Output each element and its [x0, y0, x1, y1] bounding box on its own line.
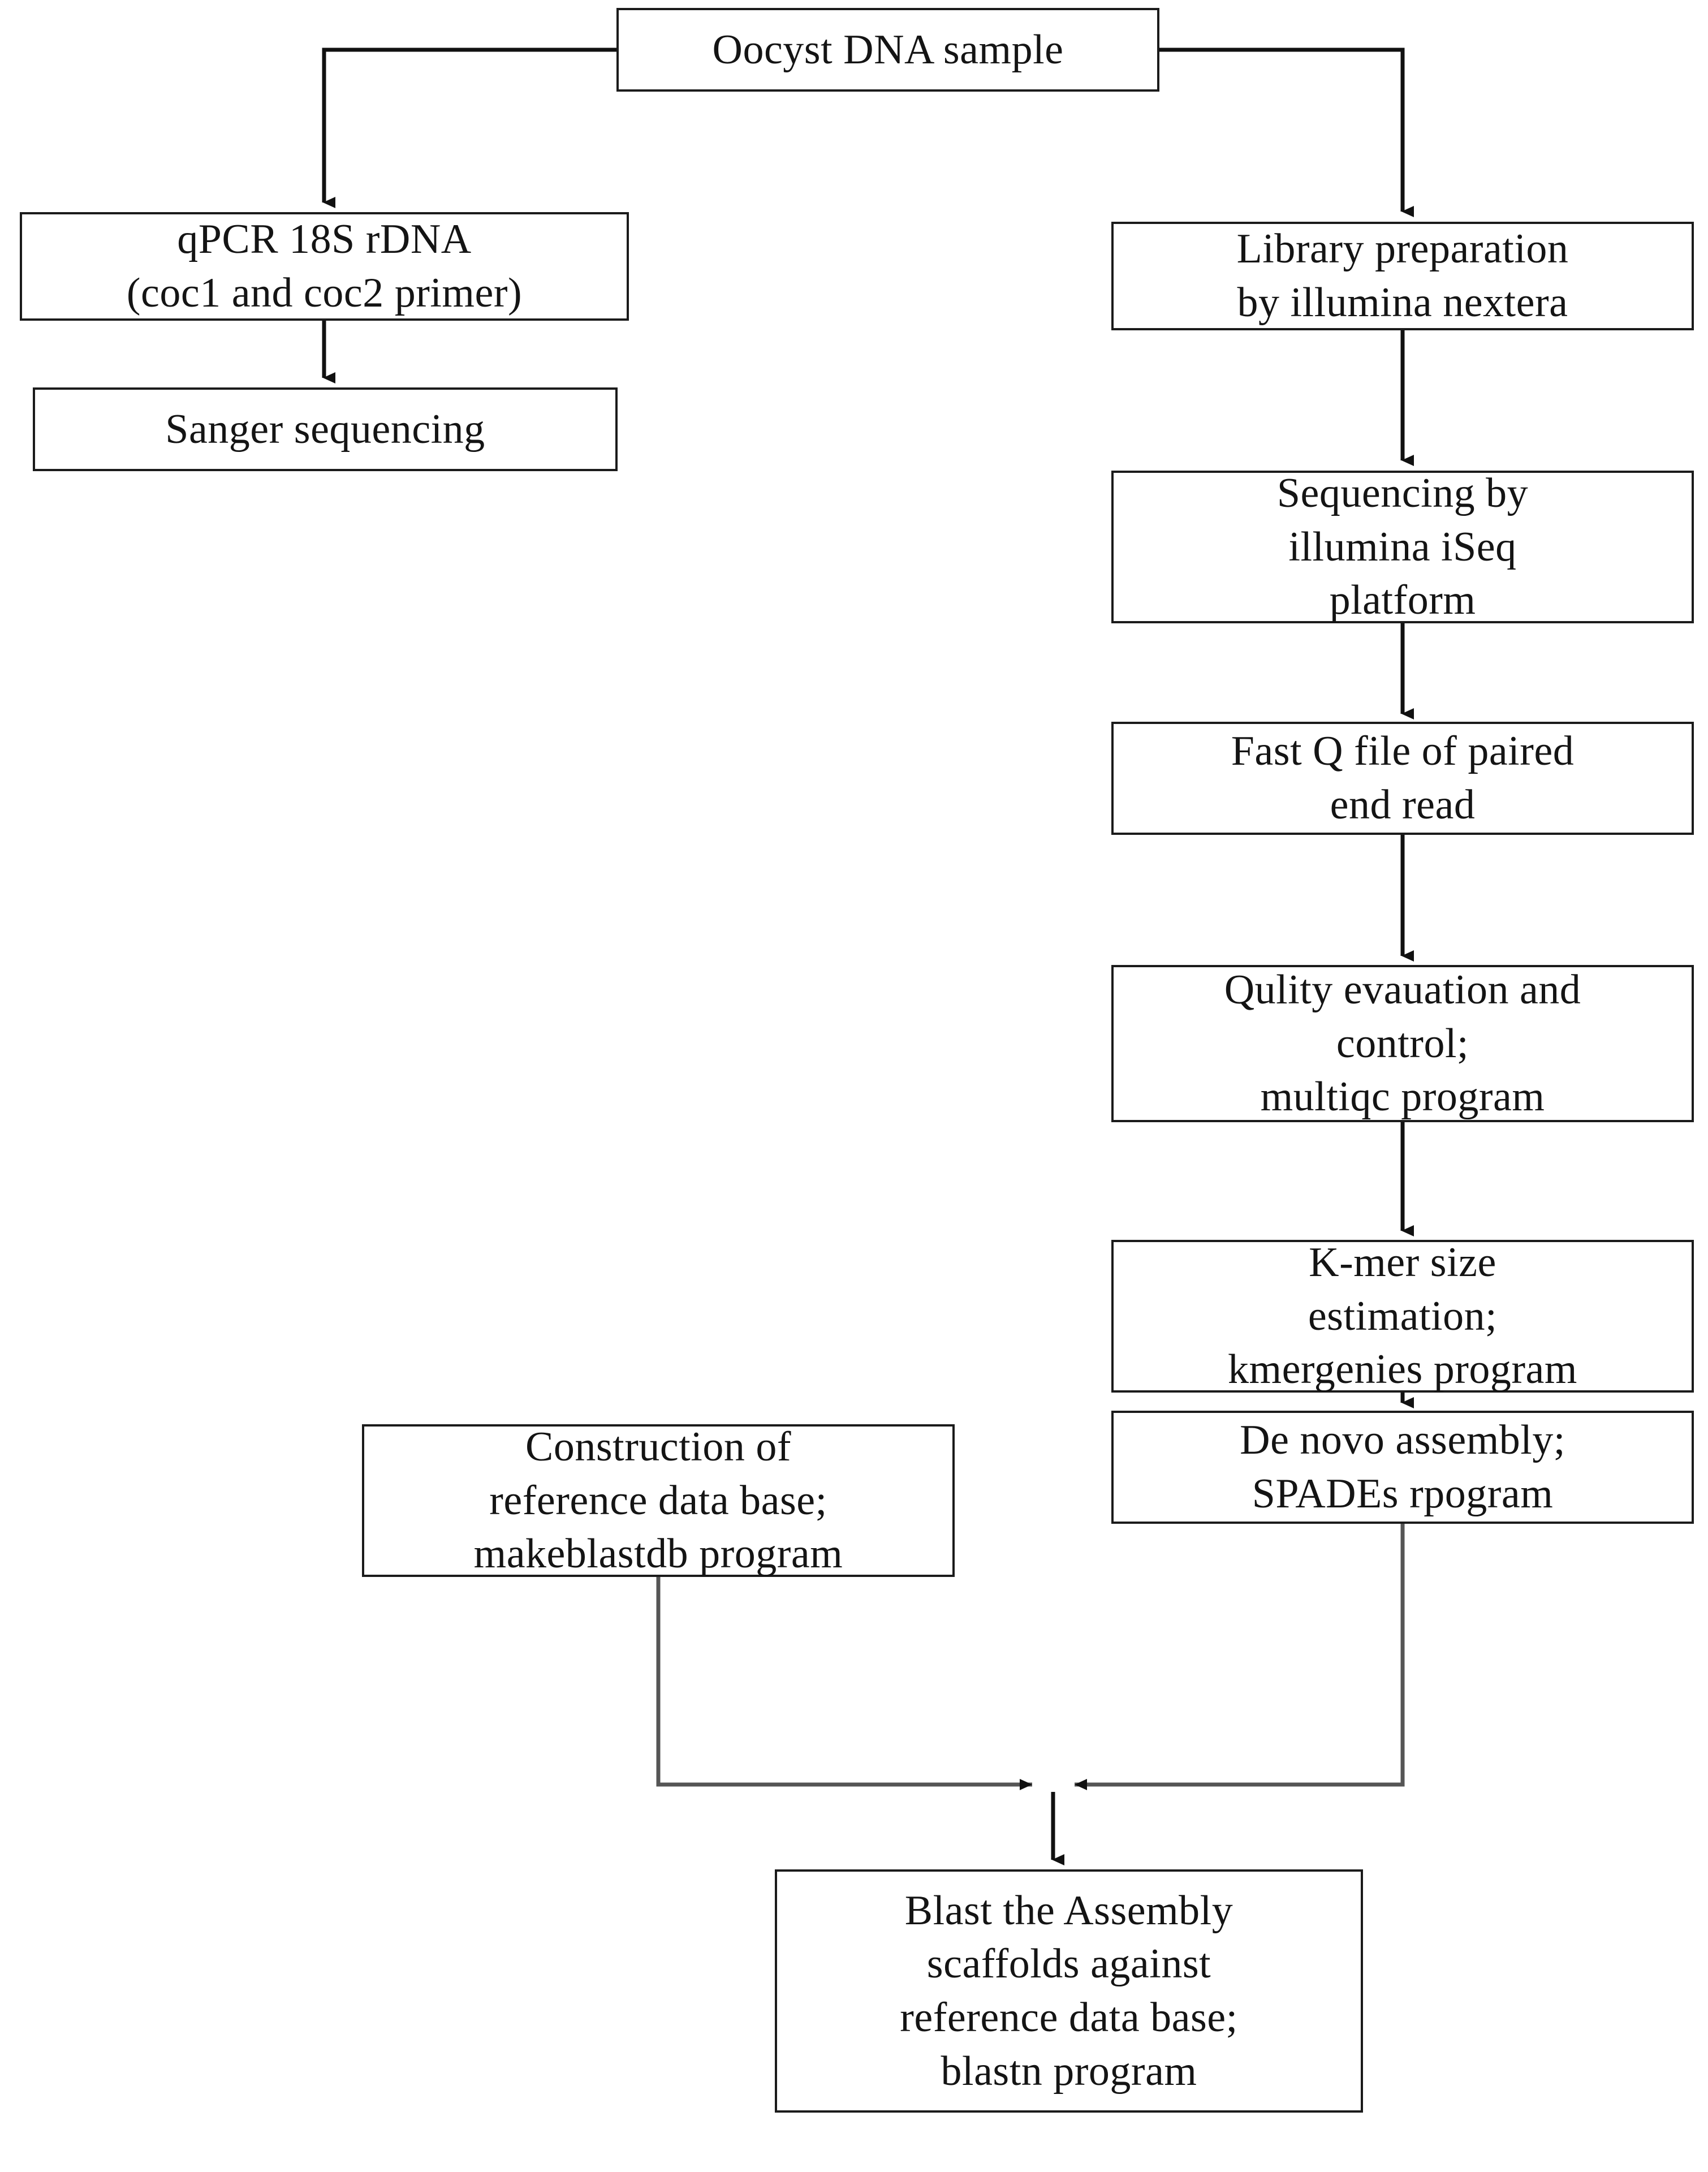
- sanger-sequencing-label: Sanger sequencing: [165, 406, 485, 453]
- de-novo-assembly-label: De novo assembly;SPADEs rpogram: [1240, 1417, 1565, 1517]
- oocyst-dna-sample-label: Oocyst DNA sample: [712, 26, 1064, 73]
- qpcr-18s-rdna-label: qPCR 18S rDNA(coc1 and coc2 primer): [126, 216, 523, 316]
- edge-oocyst-to-qpcr: [322, 48, 616, 208]
- edge-oocyst-to-library: [1159, 48, 1414, 217]
- oocyst-dna-sample-node[interactable]: Oocyst DNA sample: [616, 8, 1159, 92]
- sanger-sequencing-node[interactable]: Sanger sequencing: [33, 387, 618, 471]
- edge-reference-db-to-junction: [656, 1577, 1032, 1790]
- qpcr-18s-rdna-node[interactable]: qPCR 18S rDNA(coc1 and coc2 primer): [20, 212, 629, 321]
- de-novo-assembly-node[interactable]: De novo assembly;SPADEs rpogram: [1111, 1411, 1694, 1524]
- edge-denovo-to-junction: [1075, 1524, 1405, 1790]
